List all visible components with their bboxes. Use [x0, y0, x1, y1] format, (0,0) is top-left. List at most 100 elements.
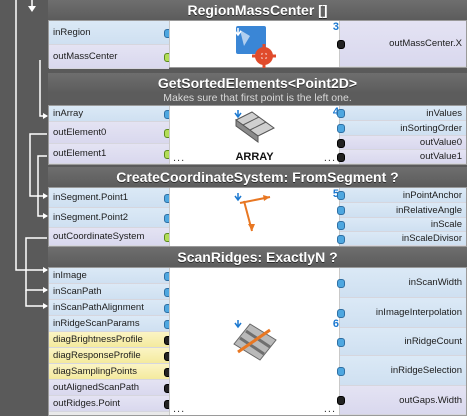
scan-ridges-icon — [232, 320, 277, 361]
port-label: outGaps.Width — [399, 394, 462, 406]
port-in-scan-path[interactable]: inScanPath — [49, 284, 172, 300]
port-label: diagSamplingPoints — [53, 366, 137, 377]
port-connector[interactable] — [337, 138, 345, 148]
port-label: outAlignedScanPath — [53, 382, 140, 393]
port-in-scan-path-alignment[interactable]: inScanPathAlignment — [49, 300, 172, 316]
port-label: inPointAnchor — [402, 189, 462, 201]
port-label: inScanPathAlignment — [53, 302, 144, 313]
block-icon-area: 6 ... ... — [169, 268, 340, 415]
input-ports: inRegion outMassCenter — [49, 21, 172, 69]
port-in-relative-angle[interactable]: inRelativeAngle — [337, 203, 466, 218]
port-out-element1[interactable]: outElement1 — [49, 144, 172, 164]
port-diag-brightness-profile[interactable]: diagBrightnessProfile — [49, 332, 172, 348]
more-outputs-ellipsis[interactable]: ... — [323, 403, 336, 415]
port-out-coordinate-system[interactable]: outCoordinateSystem — [49, 228, 172, 246]
block-index: 4 — [332, 106, 339, 118]
port-label: inRidgeScanParams — [53, 318, 140, 329]
port-in-values[interactable]: inValues — [337, 106, 466, 121]
output-ports: outMassCenter.X — [337, 21, 466, 67]
port-in-segment-point1[interactable]: inSegment.Point1 — [49, 188, 172, 208]
port-out-ridges-point[interactable]: outRidges.Point — [49, 396, 172, 412]
port-in-scan-width[interactable]: inScanWidth — [337, 268, 466, 298]
more-outputs-ellipsis[interactable]: ... — [323, 152, 336, 164]
port-out-mass-center[interactable]: outMassCenter — [49, 45, 172, 69]
port-label: inSegment.Point2 — [53, 212, 128, 223]
port-label: inScale — [430, 219, 462, 230]
port-in-sorting-order[interactable]: inSortingOrder — [337, 121, 466, 136]
port-label: inSortingOrder — [400, 122, 462, 134]
block-icon-area: 5 — [169, 188, 340, 246]
block-index: 6 — [332, 318, 339, 330]
block-region-mass-center[interactable]: RegionMassCenter [] inRegion outMassCent… — [48, 0, 467, 69]
port-out-value1[interactable]: outValue1 — [337, 150, 466, 164]
port-connector[interactable] — [337, 366, 345, 376]
block-icon-area: 3 — [169, 21, 340, 68]
port-in-segment-point2[interactable]: inSegment.Point2 — [49, 208, 172, 228]
port-diag-sampling-points[interactable]: diagSamplingPoints — [49, 364, 172, 380]
port-in-ridge-selection[interactable]: inRidgeSelection — [337, 356, 466, 386]
port-in-point-anchor[interactable]: inPointAnchor — [337, 188, 466, 203]
region-gear-icon — [233, 26, 276, 68]
port-out-gaps-width[interactable]: outGaps.Width — [337, 386, 466, 415]
port-connector[interactable] — [337, 206, 345, 215]
port-label: inRidgeCount — [404, 336, 462, 347]
more-inputs-ellipsis[interactable]: ... — [173, 152, 186, 164]
port-connector[interactable] — [337, 278, 345, 288]
port-label: outMassCenter — [53, 51, 118, 62]
block-body: inImage inScanPath inScanPathAlignment i… — [48, 267, 467, 416]
port-label: inScanPath — [53, 286, 102, 297]
port-in-region[interactable]: inRegion — [49, 21, 172, 45]
port-label: inArray — [53, 108, 84, 119]
port-out-mass-center-x[interactable]: outMassCenter.X — [337, 21, 466, 67]
port-label: outElement0 — [53, 127, 107, 138]
port-out-value0[interactable]: outValue0 — [337, 136, 466, 150]
input-ports: inArray outElement0 outElement1 — [49, 106, 172, 164]
input-ports: inSegment.Point1 inSegment.Point2 outCoo… — [49, 188, 172, 246]
port-in-image-interpolation[interactable]: inImageInterpolation — [337, 298, 466, 328]
port-connector[interactable] — [337, 109, 345, 118]
port-connector[interactable] — [337, 337, 345, 347]
port-connector[interactable] — [337, 220, 345, 230]
port-label: diagResponseProfile — [53, 350, 141, 361]
block-title: ScanRidges: ExactlyN ? — [48, 247, 467, 267]
block-title: CreateCoordinateSystem: FromSegment ? — [48, 167, 467, 187]
port-in-ridge-count[interactable]: inRidgeCount — [337, 328, 466, 356]
port-in-array[interactable]: inArray — [49, 106, 172, 122]
port-label: inImageInterpolation — [375, 307, 462, 318]
port-connector[interactable] — [337, 152, 345, 162]
port-label: inRelativeAngle — [395, 204, 462, 216]
output-ports: inValues inSortingOrder outValue0 outVal… — [337, 106, 466, 164]
port-out-element0[interactable]: outElement0 — [49, 122, 172, 144]
block-title: GetSortedElements<Point2D> — [48, 73, 467, 93]
port-label: outElement1 — [53, 148, 107, 159]
port-out-aligned-scan-path[interactable]: outAlignedScanPath — [49, 380, 172, 396]
port-in-scale[interactable]: inScale — [337, 218, 466, 232]
port-label: diagBrightnessProfile — [53, 334, 143, 345]
array-label: ARRAY — [235, 151, 274, 163]
more-inputs-ellipsis[interactable]: ... — [173, 403, 186, 415]
block-scan-ridges[interactable]: ScanRidges: ExactlyN ? inImage inScanPat… — [48, 247, 467, 416]
port-connector[interactable] — [337, 124, 345, 133]
port-in-ridge-scan-params[interactable]: inRidgeScanParams — [49, 316, 172, 332]
block-icon-area: ARRAY 4 ... ... — [169, 106, 340, 164]
port-connector[interactable] — [337, 308, 345, 318]
block-create-coordinate-system[interactable]: CreateCoordinateSystem: FromSegment ? in… — [48, 167, 467, 247]
port-connector[interactable] — [337, 234, 345, 244]
port-connector[interactable] — [337, 396, 345, 405]
block-title: RegionMassCenter [] — [48, 0, 467, 20]
port-label: outRidges.Point — [53, 398, 121, 409]
port-connector[interactable] — [337, 39, 345, 49]
port-label: outValue1 — [419, 151, 462, 162]
port-label: inRidgeSelection — [390, 365, 462, 376]
block-body: inArray outElement0 outElement1 ARRAY — [48, 105, 467, 165]
port-label: inScaleDivisor — [401, 233, 462, 244]
port-in-image[interactable]: inImage — [49, 268, 172, 284]
block-get-sorted-elements[interactable]: GetSortedElements<Point2D> Makes sure th… — [48, 73, 467, 165]
port-connector[interactable] — [337, 191, 345, 200]
port-label: outMassCenter.X — [389, 38, 462, 49]
port-diag-response-profile[interactable]: diagResponseProfile — [49, 348, 172, 364]
port-in-scale-divisor[interactable]: inScaleDivisor — [337, 232, 466, 246]
block-body: inRegion outMassCenter 3 — [48, 20, 467, 69]
port-label: inScanWidth — [408, 277, 462, 288]
